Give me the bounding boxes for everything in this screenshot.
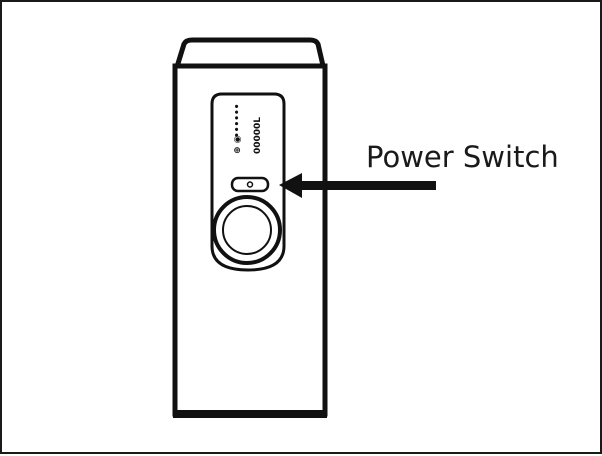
power-switch-label: Power Switch [366, 140, 559, 174]
device-base [173, 410, 327, 418]
power-icon [246, 181, 254, 188]
power-switch-button[interactable] [230, 176, 270, 193]
display-readout-group: 00000L •••••• ⊕ ◉ [233, 103, 263, 154]
display-readout: 00000L [253, 117, 263, 154]
callout-arrow [279, 173, 436, 198]
status-indicator-icon: ⊕ ◉ [233, 135, 243, 154]
round-port-inner [222, 205, 272, 255]
device-top-cap [173, 37, 327, 73]
battery-level-dots: •••••• [233, 103, 243, 138]
